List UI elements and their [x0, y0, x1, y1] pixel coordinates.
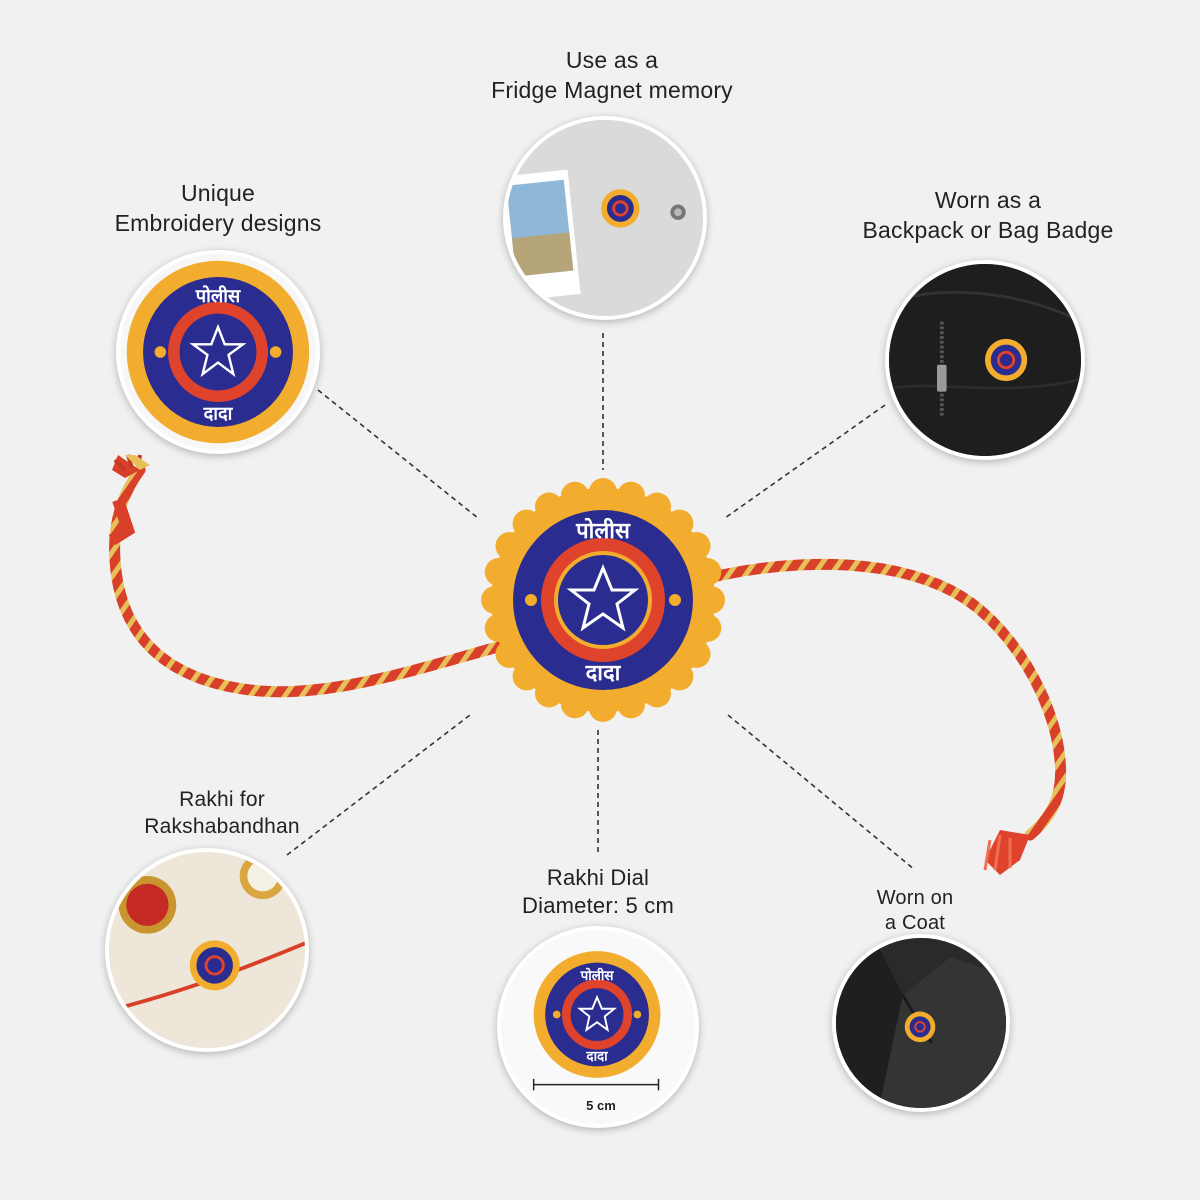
label-rakshabandhan-line1: Rakhi for	[179, 788, 265, 811]
bubble-coat	[832, 934, 1010, 1112]
label-embroidery: Unique Embroidery designs	[115, 178, 322, 238]
bubble-rakshabandhan	[105, 848, 309, 1052]
label-fridge-line2: Fridge Magnet memory	[491, 77, 733, 103]
label-coat: Worn on a Coat	[877, 886, 954, 936]
label-rakshabandhan: Rakhi for Rakshabandhan	[144, 786, 300, 840]
tassel-right	[983, 830, 1030, 875]
label-coat-line1: Worn on	[876, 887, 954, 909]
label-embroidery-line2: Embroidery designs	[114, 210, 322, 236]
label-dial-line1: Rakhi Dial	[546, 865, 650, 890]
label-backpack-line1: Worn as a	[934, 187, 1042, 213]
label-fridge-magnet: Use as a Fridge Magnet memory	[491, 45, 733, 105]
tassel-left	[108, 454, 150, 546]
bubble-fridge-magnet	[503, 116, 707, 320]
label-embroidery-line1: Unique	[180, 180, 256, 206]
label-dial: Rakhi Dial Diameter: 5 cm	[522, 864, 674, 920]
dial-badge-bottom-text: दादा	[585, 1050, 608, 1065]
thread-left	[109, 464, 511, 698]
label-backpack-line2: Backpack or Bag Badge	[862, 217, 1114, 243]
embroidery-badge-top-text: पोलीस	[195, 285, 241, 307]
bubble-dial: पोलीस दादा 5 cm	[497, 926, 699, 1128]
label-coat-line2: a Coat	[884, 912, 946, 934]
label-dial-line2: Diameter: 5 cm	[522, 893, 674, 918]
bubble-backpack	[885, 260, 1085, 460]
dial-badge-top-text: पोलीस	[580, 967, 615, 984]
thread-right	[694, 558, 1067, 841]
embroidery-badge-bottom-text: दादा	[203, 403, 234, 424]
label-fridge-line1: Use as a	[565, 47, 659, 73]
dial-measure-label: 5 cm	[586, 1098, 616, 1113]
bubble-embroidery: पोलीस दादा	[116, 250, 320, 454]
label-backpack: Worn as a Backpack or Bag Badge	[863, 185, 1114, 245]
label-rakshabandhan-line2: Rakshabandhan	[144, 815, 300, 838]
